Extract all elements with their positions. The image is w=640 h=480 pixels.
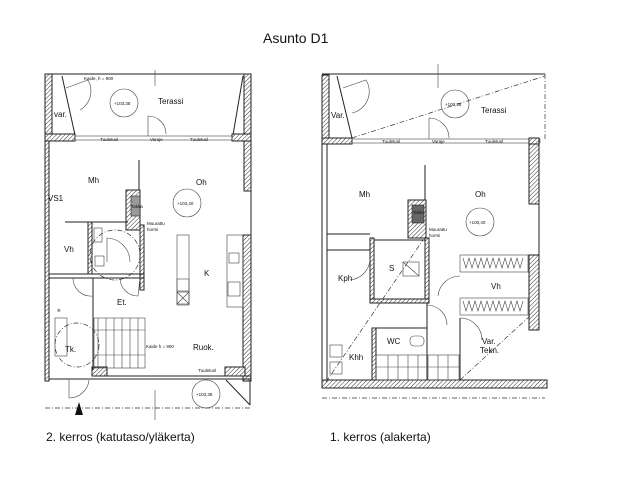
window-label: Tuuletusl [190,137,208,142]
level-marker: +103,40 [177,201,194,206]
room-label-storage: Var. [331,111,345,120]
window-label: Tuuletusl [198,368,216,373]
level-marker: +103,38 [114,101,131,106]
page-title: Asunto D1 [263,30,329,46]
door-label: Varaje [432,139,445,144]
level-marker: +100,40 [469,220,486,225]
lower-floor-caption: 1. kerros (alakerta) [330,430,431,444]
window-label: Tuuletusl [100,137,118,142]
railing-label: Kaide, h = 900 [84,76,114,81]
fireplace-label: Takka [131,204,143,209]
door-label: Varaje [150,137,163,142]
room-label-dining: Ruok. [193,343,214,352]
upper-floor-plan: Tuuletusl Varaje Tuuletusl Kaide, h = 90… [44,70,252,420]
room-label-terrace: Terassi [481,106,507,115]
room-label-wc: WC [387,337,401,346]
railing-label: Kaide h = 900 [146,344,174,349]
hanger-icon: ✲ [57,308,61,313]
chimney-label: hormi [429,233,440,238]
room-label-bedroom: Mh [88,176,99,185]
wall-tag: VS1 [48,194,64,203]
room-label-living: Oh [196,178,207,187]
fireplace-label: Takka [413,210,425,215]
room-label-bathroom: Kph [338,274,352,283]
room-label-hall: Et. [117,298,127,307]
level-marker: +103,38 [196,392,213,397]
room-label-storage-tech: Tekn. [480,346,499,355]
room-label-utility: Khh [349,353,363,362]
chimney-label: Muurattu [147,221,165,226]
room-label-sauna: S [389,264,394,273]
chimney-label: Muurattu [429,227,447,232]
room-label-bedroom: Mh [359,190,370,199]
room-label-closet: Vh [64,245,74,254]
room-label-terrace: Terassi [158,97,184,106]
window-label: Tuuletusl [485,139,503,144]
room-label-kitchen: K [204,269,210,278]
entrance-arrow-icon [75,402,83,415]
room-label-storage: var. [54,110,67,119]
lower-floor-plan: Tuuletusl Varaje Tuuletusl +100,38 Teras… [321,64,548,399]
window-label: Tuuletusl [382,139,400,144]
room-label-closet: Vh [491,282,501,291]
level-marker: +100,38 [445,102,462,107]
room-label-storage-tech: Var. [482,337,496,346]
room-label-wardrobe: Tk. [65,345,76,354]
upper-floor-caption: 2. kerros (katutaso/yläkerta) [46,430,195,444]
room-label-living: Oh [475,190,486,199]
chimney-label: hormi [147,227,158,232]
